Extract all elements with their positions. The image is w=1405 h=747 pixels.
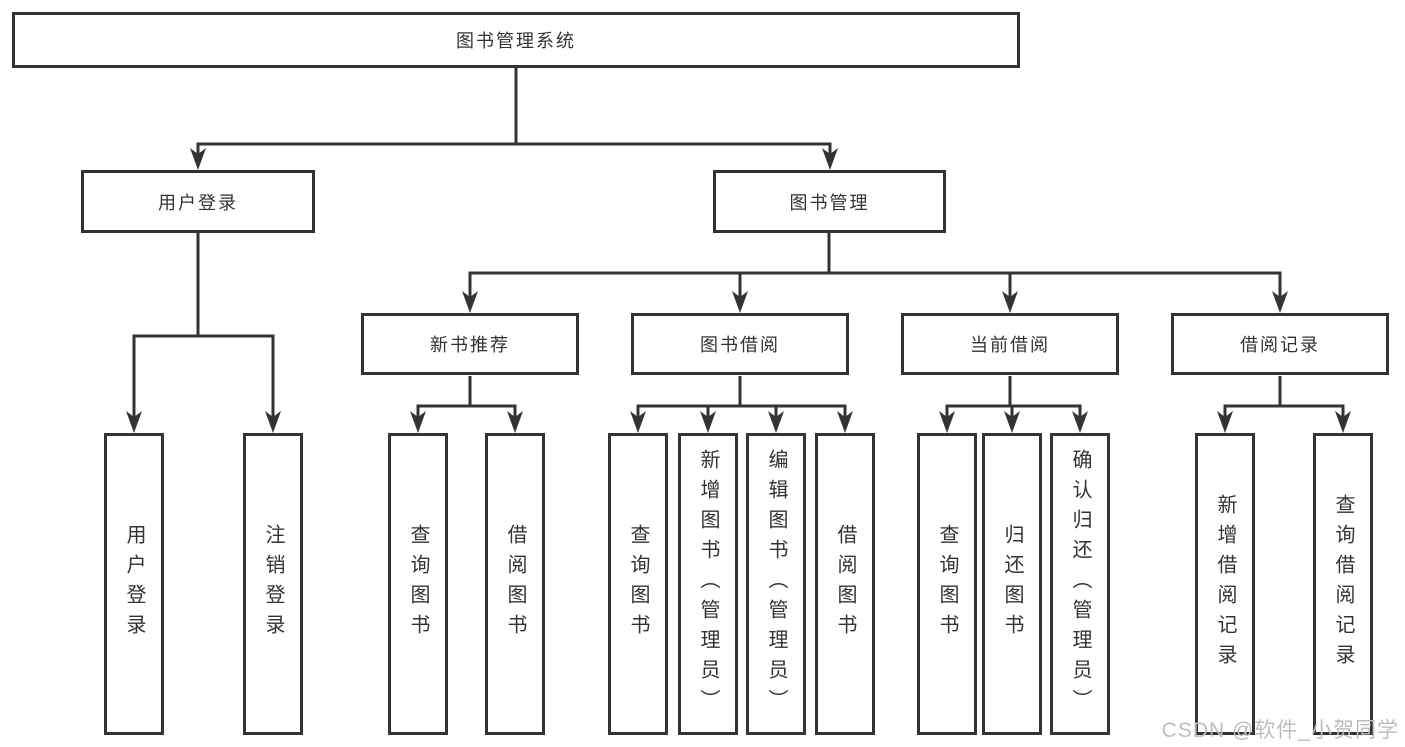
node-label: 借阅图书	[504, 524, 526, 644]
leaf-query-books-recommend: 查询图书	[388, 433, 448, 735]
node-label: 用户登录	[158, 192, 238, 213]
node-label: 查询图书	[936, 524, 958, 644]
leaf-add-book-admin: 新增图书（管理员）	[678, 433, 738, 735]
leaf-query-books-borrow: 查询图书	[608, 433, 668, 735]
node-label: 新书推荐	[430, 335, 510, 355]
node-label: 借阅图书	[834, 524, 856, 644]
node-label: 图书管理	[789, 192, 870, 213]
csdn-watermark: CSDN @软件_小贺同学	[1161, 719, 1399, 742]
node-label: 归还图书	[1001, 524, 1023, 644]
leaf-logout: 注销登录	[243, 433, 303, 735]
leaf-add-borrow-record: 新增借阅记录	[1195, 433, 1255, 735]
node-label: 图书借阅	[700, 335, 780, 355]
leaf-borrow-books-recommend: 借阅图书	[485, 433, 545, 735]
leaf-user-login: 用户登录	[104, 433, 164, 735]
node-label: 查询借阅记录	[1332, 494, 1354, 674]
node-book-management: 图书管理	[713, 170, 946, 233]
leaf-query-books-current: 查询图书	[917, 433, 977, 735]
node-label: 用户登录	[123, 524, 145, 644]
node-label: 查询图书	[407, 524, 429, 644]
node-borrow-records: 借阅记录	[1171, 313, 1389, 375]
node-label: 确认归还（管理员）	[1069, 449, 1091, 719]
leaf-return-book: 归还图书	[982, 433, 1042, 735]
node-label: 查询图书	[627, 524, 649, 644]
node-user-login: 用户登录	[81, 170, 315, 233]
node-current-borrow: 当前借阅	[901, 313, 1119, 375]
node-label: 图书管理系统	[456, 31, 576, 51]
node-label: 借阅记录	[1240, 335, 1320, 355]
node-label: 新增借阅记录	[1214, 494, 1236, 674]
node-new-book-recommend: 新书推荐	[361, 313, 579, 375]
node-label: 注销登录	[262, 524, 284, 644]
node-label: 编辑图书（管理员）	[765, 449, 787, 719]
leaf-edit-book-admin: 编辑图书（管理员）	[746, 433, 806, 735]
node-label: 当前借阅	[970, 335, 1050, 355]
node-book-borrow: 图书借阅	[631, 313, 849, 375]
node-label: 新增图书（管理员）	[697, 449, 719, 719]
leaf-query-borrow-record: 查询借阅记录	[1313, 433, 1373, 735]
leaf-borrow-books: 借阅图书	[815, 433, 875, 735]
leaf-confirm-return-admin: 确认归还（管理员）	[1050, 433, 1110, 735]
node-library-system: 图书管理系统	[12, 12, 1020, 68]
